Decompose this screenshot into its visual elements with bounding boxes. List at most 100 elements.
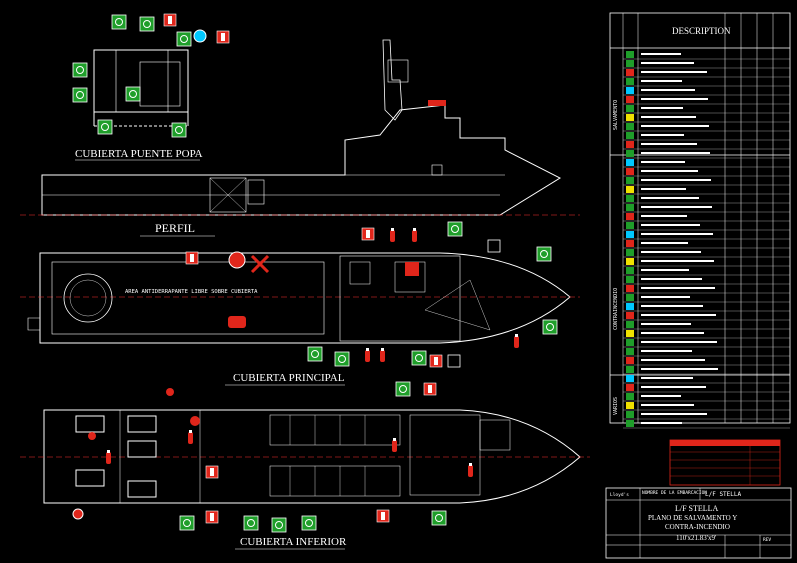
vessel-name: L/F STELLA (705, 491, 742, 498)
legend-symbol-swatch (626, 159, 634, 166)
bridge-deck-title: CUBIERTA PUENTE POPA (75, 148, 203, 160)
scale-label: Lloyd's (610, 492, 629, 498)
legend-description-line (641, 386, 706, 388)
exit-icon (411, 350, 427, 366)
fire-hose-icon (429, 354, 443, 368)
legend-description-line (641, 260, 714, 262)
legend-description-line (641, 206, 712, 208)
legend-symbol-swatch (626, 222, 634, 229)
extinguisher-icon (412, 228, 417, 242)
fire-panel-icon (423, 382, 437, 396)
profile-title: PERFIL (155, 221, 195, 235)
legend-symbol-swatch (626, 69, 634, 76)
legend-symbol-swatch (626, 96, 634, 103)
legend-description-line (641, 224, 700, 226)
legend-description-line (641, 179, 711, 181)
legend-description-line (641, 341, 717, 343)
legend-description-line (641, 188, 686, 190)
legend-description-line (641, 413, 707, 415)
legend-symbol-swatch (626, 258, 634, 265)
legend-description-line (641, 71, 707, 73)
legend-description-line (641, 359, 705, 361)
exit-icon (176, 31, 192, 47)
extinguisher-icon (390, 228, 395, 242)
profile-view: PERFIL (20, 39, 580, 237)
main-deck-title: CUBIERTA PRINCIPAL (233, 372, 345, 384)
title-block: Lloyd's NOMBRE DE LA EMBARCACION L/F STE… (605, 439, 792, 559)
exit-icon (395, 381, 411, 397)
legend-symbol-swatch (626, 186, 634, 193)
legend-symbol-swatch (626, 321, 634, 328)
extinguisher-icon (468, 463, 473, 477)
drawing-title-1: PLANO DE SALVAMENTO Y (648, 514, 737, 522)
legend-symbol-swatch (626, 195, 634, 202)
legend-rows (623, 51, 790, 429)
legend-symbol-swatch (626, 285, 634, 292)
legend-description-line (641, 287, 715, 289)
legend-section-firefighting: CONTRAINCENDIO (613, 288, 619, 330)
fire-hydrant-icon (185, 251, 199, 265)
extinguisher-icon (380, 348, 385, 362)
legend-description-line (641, 368, 718, 370)
alarm-icon (163, 13, 177, 27)
legend-symbol-swatch (626, 393, 634, 400)
legend-description-line (641, 305, 703, 307)
legend-symbol-swatch (626, 168, 634, 175)
legend-symbol-swatch (626, 105, 634, 112)
extinguisher-icon (188, 430, 193, 444)
legend-symbol-swatch (626, 78, 634, 85)
legend-symbol-swatch (626, 123, 634, 130)
legend-description-line (641, 233, 713, 235)
first-aid-icon (111, 14, 127, 30)
legend-description-line (641, 323, 691, 325)
lifebuoy-icon (72, 87, 88, 103)
legend-symbol-swatch (626, 276, 634, 283)
legend-symbol-swatch (626, 303, 634, 310)
legend-symbol-swatch (626, 357, 634, 364)
legend-symbol-swatch (626, 420, 634, 427)
muster-station-icon (307, 346, 323, 362)
lifebuoy-icon (139, 16, 155, 32)
legend-section-lifesaving: SALVAMENTO (613, 100, 619, 130)
legend-symbol-swatch (626, 366, 634, 373)
drawing-dimensions: 110'x21.83'x9' (676, 534, 716, 542)
legend-description-line (641, 134, 684, 136)
drawing-title-2: CONTRA-INCENDIO (665, 523, 730, 531)
legend-description-line (641, 62, 694, 64)
legend-symbol-swatch (626, 294, 634, 301)
legend-symbol-swatch (626, 177, 634, 184)
legend-description-line (641, 296, 690, 298)
legend-description-line (641, 98, 708, 100)
legend-description-line (641, 152, 710, 154)
fire-hydrant-icon (205, 465, 219, 479)
legend-symbol-swatch (626, 384, 634, 391)
rev-label: REV (763, 537, 771, 543)
first-aid-icon (334, 351, 350, 367)
legend-symbol-swatch (626, 204, 634, 211)
legend-symbol-swatch (626, 249, 634, 256)
legend-symbol-swatch (626, 240, 634, 247)
legend-description-line (641, 53, 681, 55)
lifebuoy-icon (72, 62, 88, 78)
legend-description-line (641, 332, 704, 334)
legend-symbol-swatch (626, 348, 634, 355)
exit-icon (301, 515, 317, 531)
legend-table: DESCRIPTION SALVAMENTO CONTRAINCENDIO VA… (609, 12, 791, 429)
lifebuoy-icon (536, 246, 552, 262)
legend-description-line (641, 89, 695, 91)
lifebuoy-icon (542, 319, 558, 335)
fire-panel-icon (361, 227, 375, 241)
legend-description-line (641, 242, 688, 244)
legend-description-line (641, 143, 697, 145)
emergency-light-icon (193, 29, 207, 43)
extinguisher-icon (392, 438, 397, 452)
legend-description-line (641, 161, 685, 163)
legend-symbol-swatch (626, 141, 634, 148)
legend-symbol-swatch (626, 51, 634, 58)
extinguisher-icon (365, 348, 370, 362)
legend-description-line (641, 170, 698, 172)
legend-description-line (641, 116, 696, 118)
fire-panel-icon (376, 509, 390, 523)
legend-description-line (641, 251, 701, 253)
